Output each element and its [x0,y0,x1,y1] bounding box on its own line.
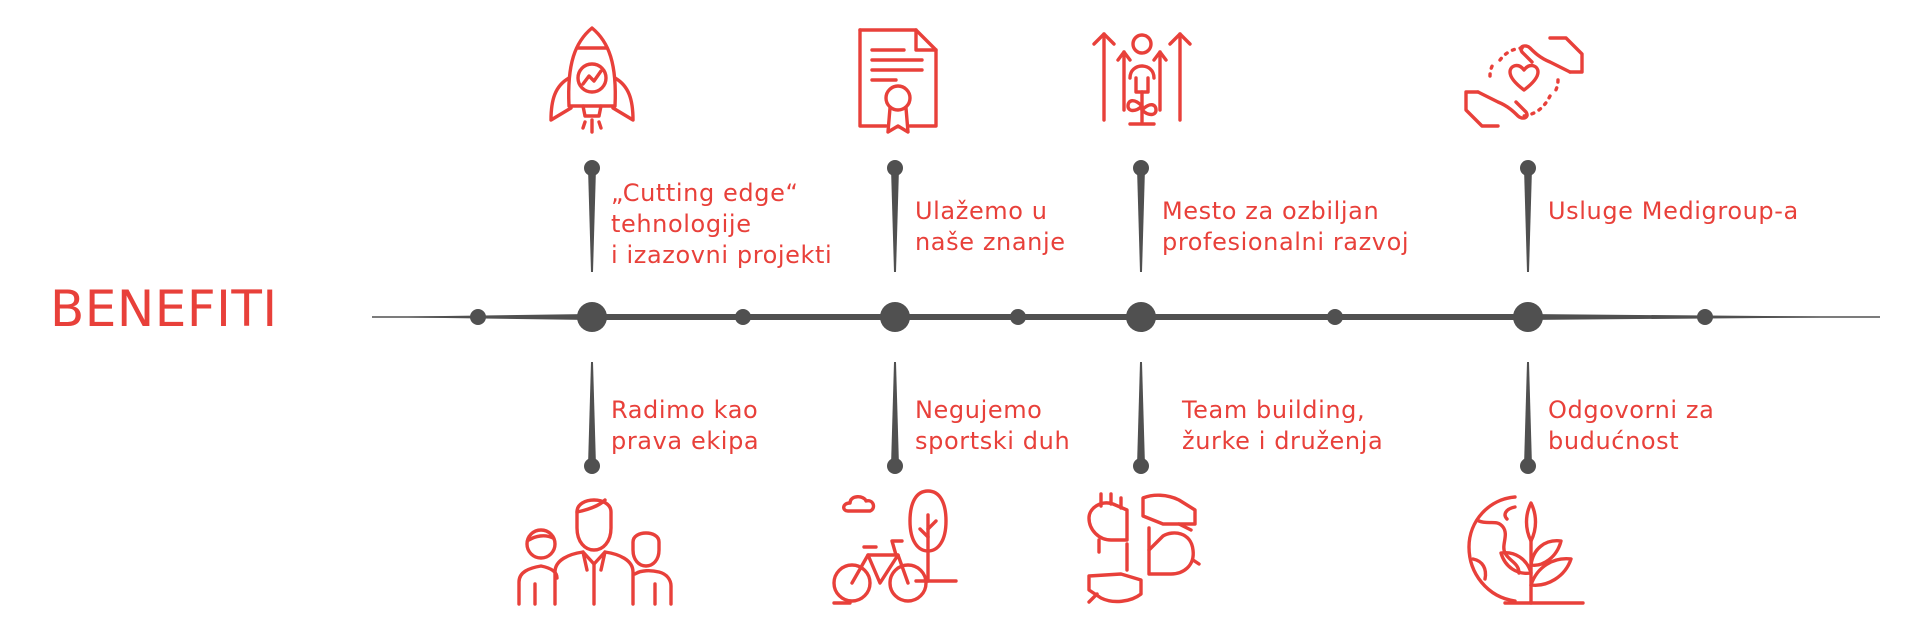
connector-bottom [588,362,596,466]
connector-top [588,168,596,272]
connector-top [891,168,899,272]
connector-bottom [891,362,899,466]
benefit-label-professional-growth: Mesto za ozbiljan profesionalni razvoj [1162,197,1410,256]
certificate-icon [856,26,940,136]
timeline-small-dot [470,309,486,325]
timeline-small-dot [1697,309,1713,325]
rocket-icon [537,24,647,136]
timeline-small-dot [1010,309,1026,325]
page-title: BENEFITI [50,280,278,338]
connector-top [1524,168,1532,272]
globe-plant-icon [1465,485,1589,609]
benefit-label-knowledge: Ulažemo u naše znanje [915,197,1066,256]
timeline-node [1513,302,1543,332]
benefit-label-medigroup: Usluge Medigroup-a [1548,197,1799,225]
benefit-label-sport: Negujemo sportski duh [915,396,1071,455]
growth-person-icon [1090,30,1194,130]
connector-top [1137,168,1145,272]
timeline-small-dot [1327,309,1343,325]
benefit-label-cutting-edge: „Cutting edge“ tehnologije i izazovni pr… [611,179,833,269]
heart-care-hands-icon [1460,32,1588,132]
team-people-icon [515,490,675,608]
connector-bottom [1137,362,1145,466]
benefit-label-future: Odgovorni za budućnost [1548,396,1715,455]
timeline-node [880,302,910,332]
connector-bottom [1524,362,1532,466]
benefit-label-team-building: Team building, žurke i druženja [1182,396,1384,455]
timeline-small-dot [735,309,751,325]
timeline-node [577,302,607,332]
hands-together-icon [1083,490,1201,608]
bicycle-tree-icon [830,485,960,607]
benefit-label-team: Radimo kao prava ekipa [611,396,760,455]
timeline-node [1126,302,1156,332]
